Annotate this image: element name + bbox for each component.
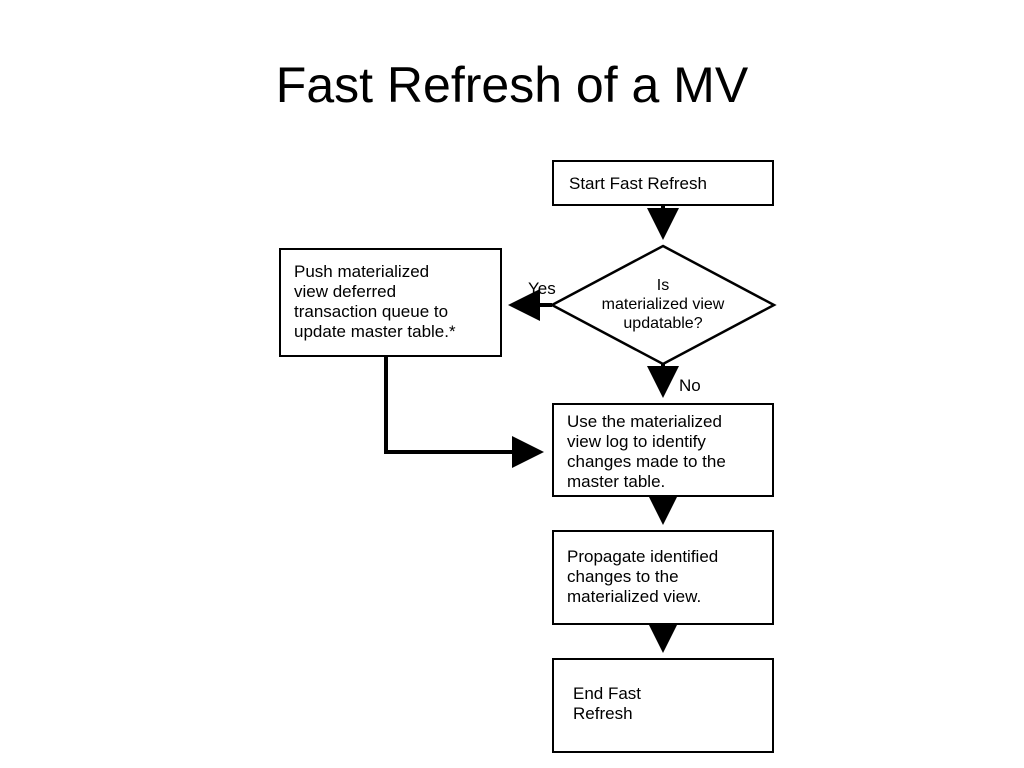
start-node: Start Fast Refresh: [552, 160, 774, 206]
end-node-label: End Fast Refresh: [573, 684, 642, 723]
use-log-node-label: Use the materialized view log to identif…: [567, 412, 726, 491]
decision-node-label: Is materialized view updatable?: [601, 277, 725, 332]
propagate-node-label: Propagate identified changes to the mate…: [567, 547, 719, 606]
arrow-push-to-use-log: [384, 357, 544, 468]
start-node-label: Start Fast Refresh: [569, 174, 707, 193]
push-queue-node-label: Push materialized view deferred transact…: [294, 262, 456, 341]
slide-title: Fast Refresh of a MV: [275, 57, 749, 113]
yes-label: Yes: [528, 279, 556, 298]
propagate-node: Propagate identified changes to the mate…: [552, 530, 774, 625]
end-node: End Fast Refresh: [552, 658, 774, 753]
no-label: No: [679, 376, 701, 395]
use-log-node: Use the materialized view log to identif…: [552, 403, 774, 497]
push-queue-node: Push materialized view deferred transact…: [279, 248, 502, 357]
